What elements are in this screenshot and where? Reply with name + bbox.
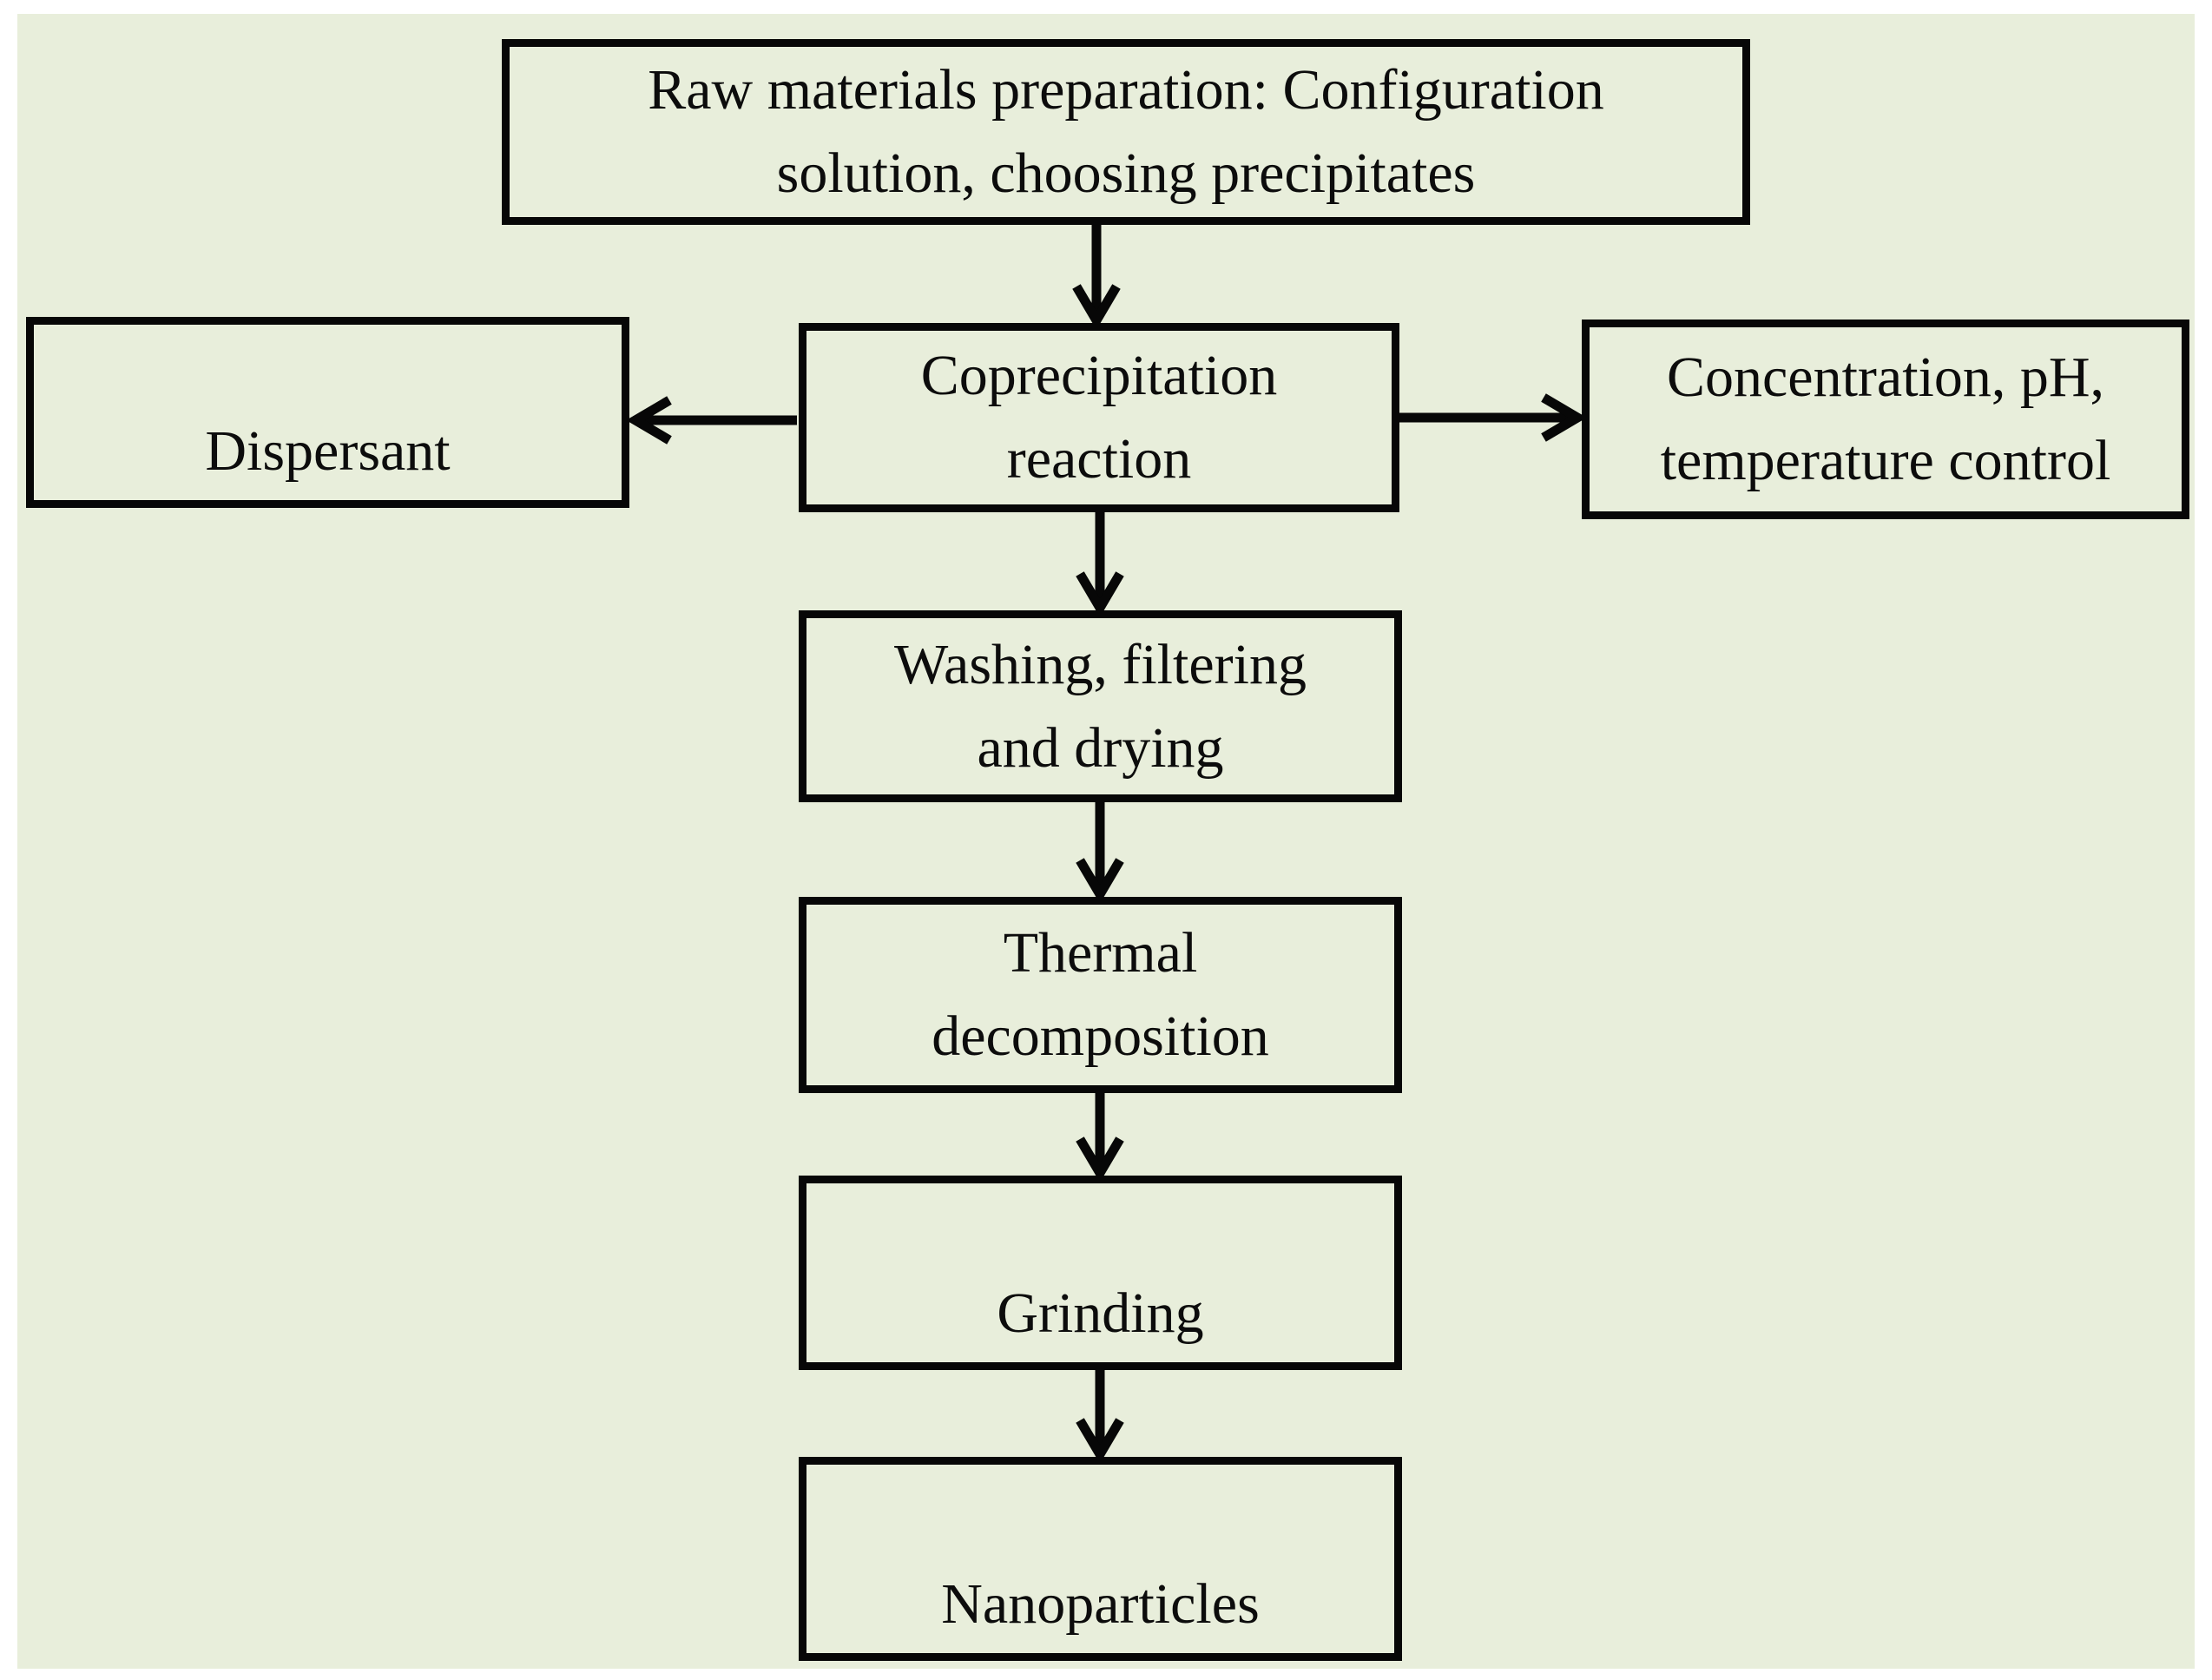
node-nanoparticles: Nanoparticles bbox=[799, 1457, 1402, 1661]
arrow-coprecipitation-to-washing bbox=[1076, 511, 1124, 617]
diagram-background bbox=[17, 14, 2195, 1669]
node-coprecipitation-reaction: Coprecipitation reaction bbox=[799, 323, 1399, 512]
node-label-line: temperature control bbox=[1660, 429, 2111, 492]
arrow-coprecipitation-to-concentration bbox=[1398, 393, 1587, 442]
node-raw-materials-preparation: Raw materials preparation: Configuration… bbox=[502, 39, 1750, 225]
node-label-line: Washing, filtering bbox=[894, 632, 1307, 696]
node-label-line: Nanoparticles bbox=[941, 1571, 1260, 1636]
arrow-coprecipitation-to-dispersant bbox=[626, 396, 797, 445]
node-label-line: Concentration, pH, bbox=[1666, 346, 2105, 410]
node-label-line: Dispersant bbox=[205, 418, 451, 483]
node-label-line: decomposition bbox=[932, 1005, 1269, 1068]
node-label-line: and drying bbox=[977, 715, 1224, 780]
node-label-line: Grinding bbox=[997, 1281, 1204, 1345]
arrow-washing-to-thermal bbox=[1076, 800, 1124, 904]
node-label-line: solution, choosing precipitates bbox=[776, 142, 1476, 205]
node-grinding: Grinding bbox=[799, 1176, 1402, 1370]
node-label-line: reaction bbox=[1006, 427, 1192, 491]
node-label-line: Raw materials preparation: Configuration bbox=[648, 58, 1604, 122]
node-dispersant: Dispersant bbox=[26, 317, 629, 508]
arrow-thermal-to-grinding bbox=[1076, 1091, 1124, 1183]
node-thermal-decomposition: Thermal decomposition bbox=[799, 897, 1402, 1093]
arrow-raw-to-coprecipitation bbox=[1072, 223, 1121, 330]
node-concentration-ph-temperature: Concentration, pH, temperature control bbox=[1582, 320, 2189, 519]
node-label-line: Thermal bbox=[1003, 921, 1198, 985]
arrow-grinding-to-nanoparticles bbox=[1076, 1368, 1124, 1464]
node-washing-filtering-drying: Washing, filtering and drying bbox=[799, 610, 1402, 802]
node-label-line: Coprecipitation bbox=[920, 344, 1278, 408]
